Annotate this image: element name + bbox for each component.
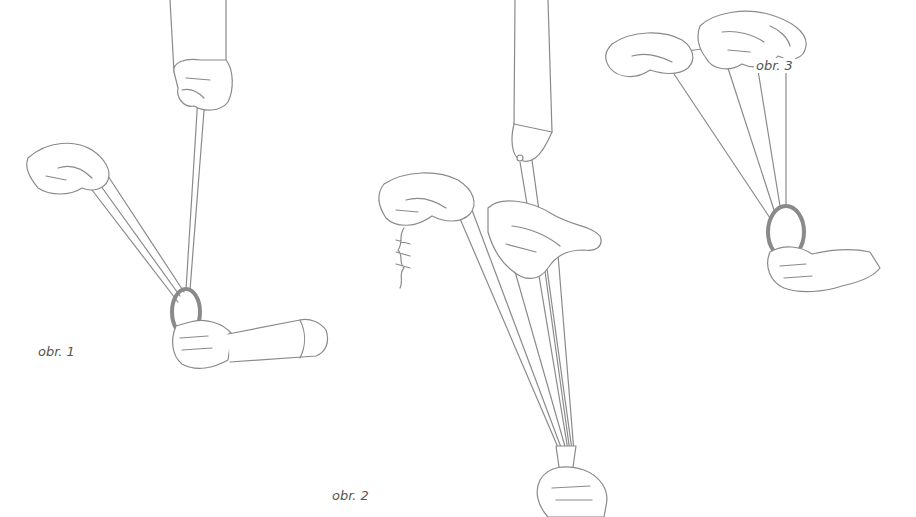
figure-label: obr. 3	[754, 58, 795, 73]
figure-label: obr. 2	[330, 488, 371, 503]
figure-one	[27, 0, 328, 368]
figure-three	[606, 11, 880, 291]
figure-label: obr. 1	[36, 344, 77, 359]
figure-two	[379, 0, 607, 517]
